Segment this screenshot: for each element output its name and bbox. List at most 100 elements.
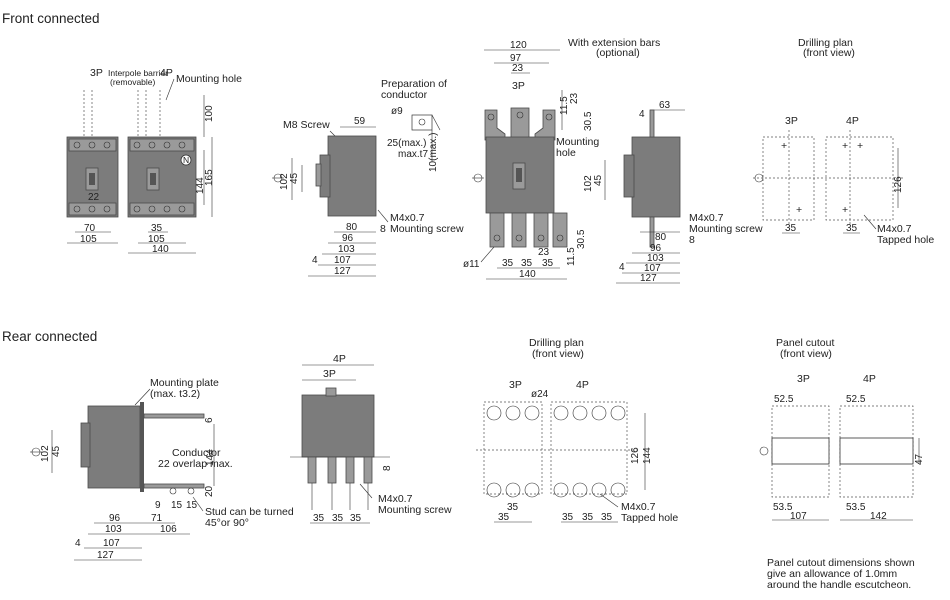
dim-22: 22 (88, 192, 100, 203)
dim-80-s2: 80 (655, 232, 667, 243)
ext-mounting-label-1: Mounting (556, 136, 599, 148)
rear-dim-102: 102 (40, 445, 51, 462)
dim-phi11: ø11 (463, 259, 480, 270)
extension-bars-view: With extension bars (optional) 120 97 23… (463, 37, 660, 280)
label-m4-s2: M4x0.7 (689, 212, 724, 224)
rear-dim-144: 144 (205, 449, 216, 466)
dim-phi9: ø9 (391, 106, 403, 117)
dim-63: 63 (659, 100, 671, 111)
dim-102-s2: 102 (583, 175, 594, 192)
cutout-dim-53-5-b: 53.5 (846, 502, 866, 513)
rear-drill-dim-35-a: 35 (498, 512, 510, 523)
rear-drill-label-m4: M4x0.7 (621, 501, 656, 513)
rear-drill-dim-126: 126 (630, 447, 641, 464)
conductor-preparation: Preparation of conductor ø9 25(max.) max… (381, 78, 447, 172)
front-side-view-2: 63 4 102 45 M4x0.7 Mounting screw 8 80 9… (583, 100, 763, 284)
rear-top-label-4p: 4P (333, 353, 346, 365)
rear-drill-dim-35-c: 35 (562, 512, 574, 523)
rear-dim-96: 96 (109, 513, 121, 524)
rear-top-dim-35-c: 35 (350, 513, 362, 524)
svg-text:+: + (857, 140, 863, 152)
drill-3p-outline (762, 136, 815, 221)
drill-dim-35-b: 35 (846, 223, 858, 234)
rear-breaker-top-body (301, 394, 375, 458)
rear-top-label-mounting-screw: Mounting screw (378, 504, 452, 516)
rear-dim-20: 20 (204, 485, 215, 497)
drill-label-3p: 3P (785, 115, 798, 127)
label-mounting-screw-side: Mounting screw (390, 223, 464, 235)
label-4p: 4P (160, 67, 173, 79)
ext-mounting-label-2: hole (556, 147, 576, 159)
drill-label-4p: 4P (846, 115, 859, 127)
dim-165: 165 (204, 169, 215, 186)
dim-127-s2: 127 (640, 273, 657, 284)
dim-70: 70 (84, 223, 96, 234)
rear-drilling-plan: Drilling plan (front view) 3P 4P ø24 126… (476, 337, 678, 524)
dim-107: 107 (334, 255, 351, 266)
dim-97: 97 (510, 53, 522, 64)
dim-23-top: 23 (512, 63, 524, 74)
breaker-side2-body (631, 136, 681, 218)
svg-text:+: + (842, 204, 848, 216)
drill-4p-outline (825, 136, 894, 221)
label-8-side: 8 (380, 223, 386, 235)
dim-144: 144 (195, 177, 206, 194)
rear-drill-title-1: Drilling plan (529, 337, 584, 349)
rear-drill-label-3p: 3P (509, 379, 522, 391)
rear-dim-9: 9 (155, 500, 161, 511)
ext-label-3p: 3P (512, 80, 525, 92)
drill-dim-35-a: 35 (785, 223, 797, 234)
front-drilling-plan: Drilling plan (front view) 3P 4P + + + +… (753, 37, 934, 246)
ext-title-2: (optional) (596, 47, 640, 59)
breaker-side-body (327, 135, 377, 217)
svg-text:+: + (796, 204, 802, 216)
rear-top-view: 4P 3P 8 M4x0.7 Mounting screw 35 35 35 (290, 353, 452, 524)
cutout-title-1: Panel cutout (776, 337, 834, 349)
rear-connected-heading: Rear connected (2, 329, 98, 344)
dim-35-b: 35 (521, 258, 533, 269)
dim-30-5-bottom: 30.5 (576, 229, 587, 249)
svg-text:+: + (781, 140, 787, 152)
label-removable: (removable) (110, 77, 156, 87)
cutout-label-4p: 4P (863, 373, 876, 385)
dim-35: 35 (151, 223, 163, 234)
neutral-badge-label: N (183, 155, 189, 165)
rear-side-view: Mounting plate (max. t3.2) 102 45 Conduc… (30, 377, 294, 561)
dim-105: 105 (80, 234, 97, 245)
rear-dim-45: 45 (51, 445, 62, 457)
dim-120: 120 (510, 40, 527, 51)
label-mounting-screw-s2: Mounting screw (689, 223, 763, 235)
cutout-dim-52-5-a: 52.5 (774, 394, 794, 405)
rear-drill-label-tapped: Tapped hole (621, 512, 678, 524)
cutout-label-3p: 3P (797, 373, 810, 385)
rear-dim-15-a: 15 (171, 500, 183, 511)
rear-dim-107: 107 (103, 538, 120, 549)
dim-10max: 10(max.) (428, 133, 439, 172)
label-m8-screw: M8 Screw (283, 119, 330, 131)
label-conductor: Conductor (172, 447, 221, 459)
drill-label-m4: M4x0.7 (877, 223, 912, 235)
cutout-3p-outline (771, 405, 830, 498)
cutout-dim-142: 142 (870, 511, 887, 522)
dim-103-s2: 103 (647, 253, 664, 264)
dim-25max: 25(max.) (387, 138, 426, 149)
dim-23-bottom: 23 (538, 247, 550, 258)
rear-dim-127: 127 (97, 550, 114, 561)
cutout-dim-107: 107 (790, 511, 807, 522)
cutout-dim-53-5-a: 53.5 (773, 502, 793, 513)
dim-127: 127 (334, 266, 351, 277)
dim-102: 102 (279, 173, 290, 190)
rear-top-dim-35-b: 35 (332, 513, 344, 524)
cutout-title-2: (front view) (780, 348, 832, 360)
rear-drill-title-2: (front view) (532, 348, 584, 360)
drill-dim-126: 126 (893, 176, 904, 193)
cutout-note-line-2: give an allowance of 1.0mm (767, 568, 897, 580)
rear-drill-dim-144: 144 (642, 447, 653, 464)
drill-title-2: (front view) (803, 47, 855, 59)
dim-30-5: 30.5 (583, 111, 594, 131)
rear-dim-71: 71 (151, 513, 163, 524)
rear-dim-4: 4 (75, 538, 81, 549)
dim-59: 59 (354, 116, 366, 127)
label-overlap: 22 overlap max. (158, 458, 233, 470)
label-3p: 3P (90, 67, 103, 79)
